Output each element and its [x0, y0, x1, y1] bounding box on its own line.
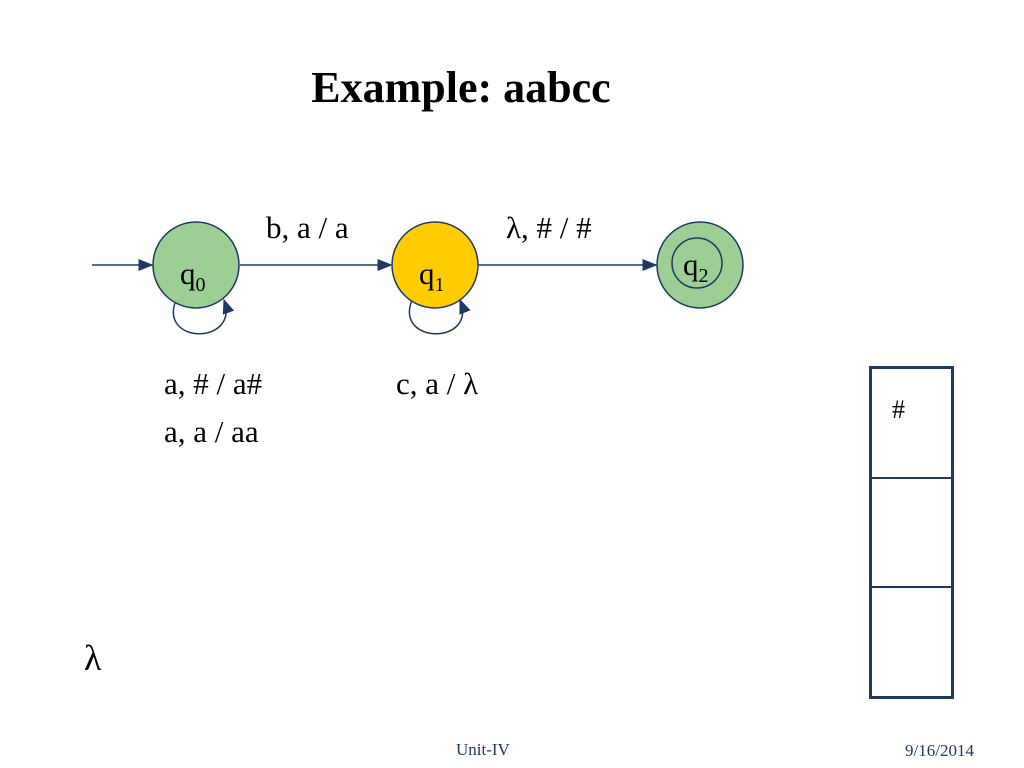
state-q2-sub: 2 — [699, 265, 709, 287]
label-q0-loop-1: a, # / a# — [164, 366, 263, 401]
state-q2-base: q — [683, 247, 699, 282]
stack-cell-top-value: # — [892, 395, 905, 424]
slide-title: Example: aabcc — [311, 63, 611, 112]
state-q1-base: q — [419, 256, 435, 291]
footer-date: 9/16/2014 — [905, 741, 974, 760]
stack-box: # — [869, 366, 954, 699]
label-q1-loop: c, a / λ — [396, 366, 479, 401]
loop-q1 — [408, 298, 471, 335]
state-q0-sub: 0 — [196, 274, 206, 296]
state-q2: q2 — [656, 221, 744, 309]
state-q1: q1 — [391, 221, 479, 309]
stack-cell-bottom — [872, 588, 951, 696]
footer-unit: Unit-IV — [456, 740, 510, 759]
svg-text:q2: q2 — [683, 247, 709, 287]
state-q0-base: q — [180, 256, 196, 291]
label-q0-loop-2: a, a / aa — [164, 414, 259, 449]
label-q1-q2: λ, # / # — [506, 210, 592, 245]
svg-text:q0: q0 — [180, 256, 206, 296]
label-q0-q1: b, a / a — [266, 210, 349, 245]
svg-text:q1: q1 — [419, 256, 445, 296]
stack-cell-top: # — [872, 369, 951, 479]
state-q1-sub: 1 — [435, 274, 445, 296]
state-q0: q0 — [152, 221, 240, 309]
stack-cell-middle — [872, 479, 951, 589]
loop-q0 — [172, 298, 235, 335]
input-remaining-symbol: λ — [84, 638, 102, 678]
